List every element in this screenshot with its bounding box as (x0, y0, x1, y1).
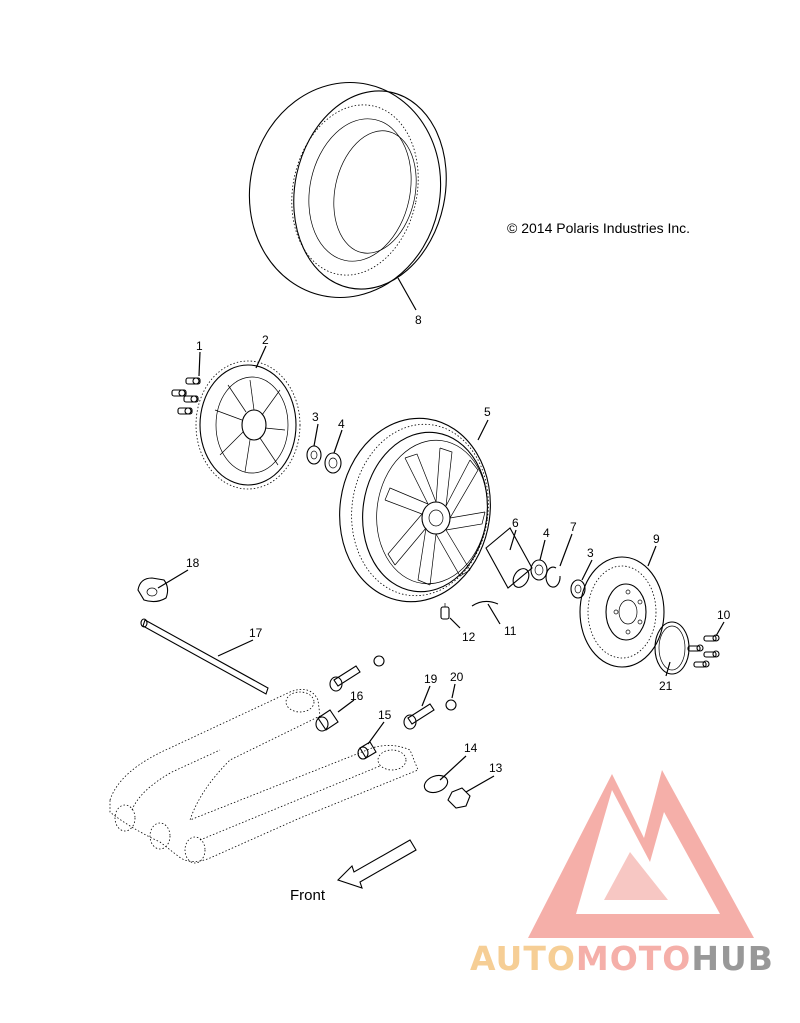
callout-5: 5 (484, 405, 491, 419)
callout-11: 11 (504, 624, 517, 638)
callout-2: 2 (262, 333, 269, 347)
bearing-right-drawing (530, 559, 548, 581)
snap-ring-drawing (545, 566, 561, 588)
nut-13-drawing (447, 787, 471, 809)
callout-4-left: 4 (338, 417, 345, 431)
watermark-logo-mark (528, 770, 754, 938)
callout-15: 15 (378, 708, 392, 722)
automotohub-watermark: AUTOMOTOHUB (470, 770, 774, 978)
brake-rotor-drawing (579, 556, 665, 668)
callout-4-right: 4 (543, 526, 550, 540)
callout-20: 20 (450, 670, 464, 684)
nut-20-drawing (445, 699, 457, 711)
watermark-logo-inner (604, 852, 668, 900)
tire-drawing (248, 81, 447, 299)
rear-wheel-drawing (339, 417, 491, 603)
nut-upper-drawing (373, 655, 385, 667)
callout-17: 17 (249, 626, 263, 640)
seal-right-drawing (570, 579, 586, 599)
valve-stem-drawing (440, 603, 450, 620)
callout-7: 7 (570, 520, 577, 534)
callout-3-left: 3 (312, 410, 319, 424)
callout-12: 12 (462, 630, 476, 644)
watermark-text-moto: MOTO (576, 939, 691, 978)
callout-16: 16 (350, 689, 364, 703)
callout-14: 14 (464, 741, 478, 755)
callout-6: 6 (512, 516, 519, 530)
tone-ring-drawing (654, 621, 690, 675)
watermark-text-auto: AUTO (470, 939, 576, 978)
sprocket-bolts-drawing (171, 377, 201, 415)
rear-sprocket-drawing (195, 360, 301, 490)
swingarm-drawing (109, 688, 419, 864)
callout-10: 10 (717, 608, 731, 622)
front-label: Front (290, 887, 326, 904)
seal-left-drawing (306, 445, 322, 465)
washer-14-drawing (423, 774, 449, 794)
callout-21: 21 (659, 679, 673, 693)
adjuster-bolt-upper-drawing (329, 665, 361, 692)
axle-shim-drawing (137, 577, 169, 603)
copyright-text: © 2014 Polaris Industries Inc. (507, 220, 690, 236)
bushing-16-drawing (315, 709, 339, 732)
callout-labels: 1 2 3 4 5 6 4 7 3 9 10 21 8 18 17 12 11 … (186, 313, 731, 775)
rear-axle-drawing (140, 618, 269, 695)
callout-13: 13 (489, 761, 503, 775)
callout-18: 18 (186, 556, 200, 570)
callout-9: 9 (653, 532, 660, 546)
axle-spacer-drawing (485, 527, 533, 589)
watermark-text-hub: HUB (691, 939, 774, 978)
callout-3-right: 3 (587, 546, 594, 560)
leader-lines (157, 277, 725, 793)
front-direction-arrow (336, 839, 417, 889)
svg-text:AUTOMOTOHUB: AUTOMOTOHUB (470, 939, 774, 978)
balance-weight-drawing (471, 600, 499, 607)
bolt-19-drawing (403, 703, 435, 730)
rotor-bolts-drawing (687, 634, 720, 668)
callout-8: 8 (415, 313, 422, 327)
bushing-15-drawing (357, 741, 377, 760)
bearing-left-drawing (324, 452, 342, 474)
callout-1: 1 (196, 339, 203, 353)
callout-19: 19 (424, 672, 438, 686)
